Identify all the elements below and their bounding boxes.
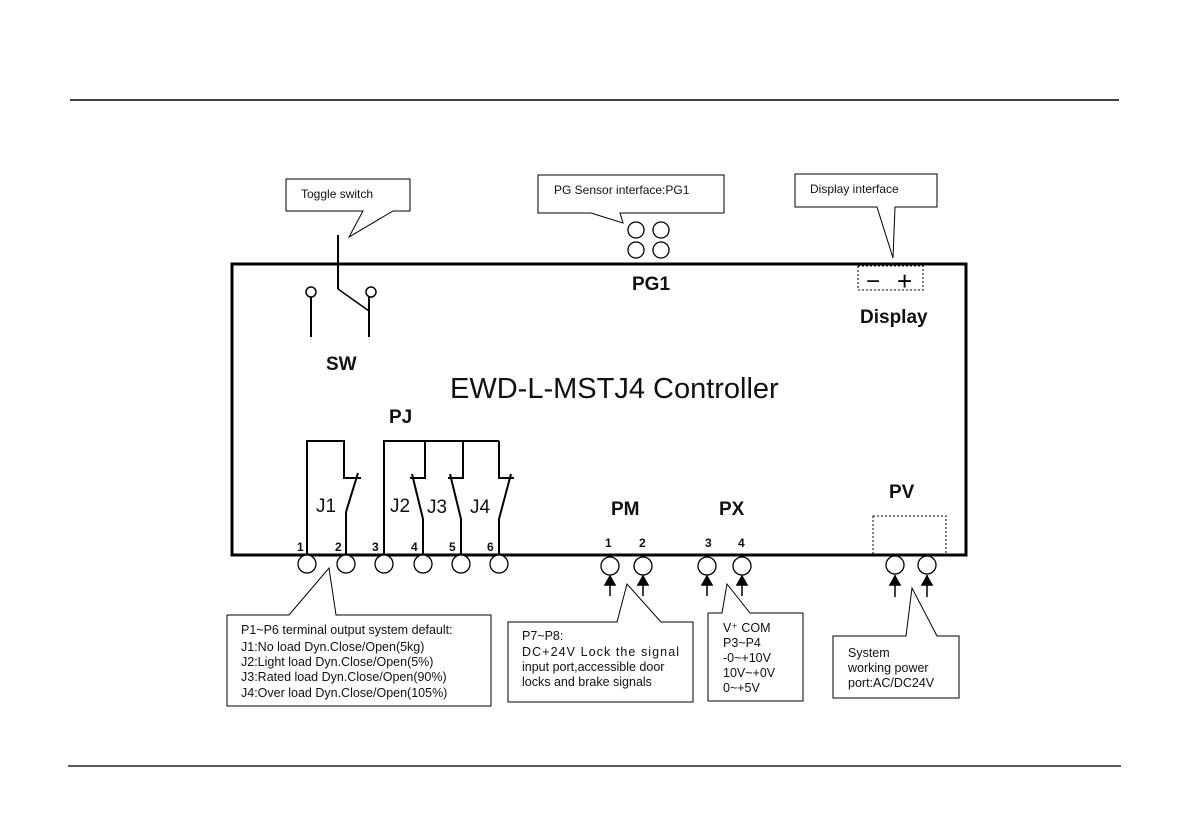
display-plus-key: + — [897, 266, 912, 296]
svg-text:input port,accessible door: input port,accessible door — [522, 660, 664, 674]
display-interface-callout-text: Display interface — [810, 182, 899, 196]
svg-text:working power: working power — [847, 661, 929, 675]
svg-text:0~+5V: 0~+5V — [723, 681, 761, 695]
pg-sensor-callout: PG Sensor interface:PG1 — [537, 174, 725, 224]
px-pin-3: 3 — [705, 536, 712, 550]
px-note-callout: V⁺ COM P3~P4 -0~+10V 10V~+0V 0~+5V — [707, 582, 804, 702]
pg-sensor-callout-text: PG Sensor interface:PG1 — [554, 183, 690, 197]
pg1-label: PG1 — [632, 274, 670, 295]
toggle-switch-icon — [305, 235, 377, 337]
pj-pin-6: 6 — [487, 540, 494, 554]
svg-text:J2:Light load Dyn.Close/Open(5: J2:Light load Dyn.Close/Open(5%) — [241, 655, 433, 669]
svg-text:P7~P8:: P7~P8: — [522, 629, 563, 643]
svg-text:V⁺ COM: V⁺ COM — [723, 621, 771, 635]
pm-note-callout: P7~P8: DC+24V Lock the signal input port… — [507, 582, 694, 703]
pj-pin-2: 2 — [335, 540, 342, 554]
svg-text:-0~+10V: -0~+10V — [723, 651, 772, 665]
sw-label: SW — [326, 354, 357, 375]
pj-terminal-2 — [336, 554, 356, 574]
px-note-line-2: P3~P4 — [723, 636, 761, 650]
pj-terminal-6 — [489, 554, 509, 574]
controller-title: EWD-L-MSTJ4 Controller — [450, 373, 779, 405]
svg-text:System: System — [848, 646, 890, 660]
pj-pin-1: 1 — [297, 540, 304, 554]
pm-terminal-1 — [600, 556, 620, 576]
relay-contacts — [306, 440, 514, 555]
pj-terminal-5 — [451, 554, 471, 574]
pm-terminal-2 — [633, 556, 653, 576]
controller-box — [230, 262, 968, 557]
pv-note-line-3: port:AC/DC24V — [848, 676, 935, 690]
pj-label: PJ — [389, 407, 412, 428]
pv-note-line-1: System — [848, 646, 890, 660]
pm-note-line-1: P7~P8: — [522, 629, 563, 643]
svg-text:DC+24V Lock the signal: DC+24V Lock the signal — [522, 645, 679, 659]
relay-j4-label: J4 — [470, 497, 491, 518]
svg-text:J1:No load Dyn.Close/Open(5kg): J1:No load Dyn.Close/Open(5kg) — [241, 640, 424, 654]
pj-pin-4: 4 — [411, 540, 418, 554]
px-note-line-5: 0~+5V — [723, 681, 761, 695]
pm-note-line-2: DC+24V Lock the signal — [522, 645, 679, 659]
pm-terminals — [600, 556, 653, 576]
pv-input-arrows — [888, 574, 934, 597]
pv-note-callout: System working power port:AC/DC24V — [832, 586, 960, 699]
relay-j3-label: J3 — [427, 497, 447, 518]
svg-text:J4:Over load Dyn.Close/Open(10: J4:Over load Dyn.Close/Open(105%) — [241, 686, 447, 700]
pj-note-line-1: P1~P6 terminal output system default: — [241, 623, 453, 637]
pj-note-line-4: J3:Rated load Dyn.Close/Open(90%) — [241, 670, 447, 684]
pm-pin-2: 2 — [639, 536, 646, 550]
pm-note-line-3: input port,accessible door — [522, 660, 664, 674]
display-minus-key: − — [866, 268, 880, 295]
display-label: Display — [860, 307, 928, 328]
px-label: PX — [719, 499, 745, 520]
px-terminals — [697, 556, 752, 576]
pm-note-line-4: locks and brake signals — [522, 675, 652, 689]
px-pin-4: 4 — [738, 536, 745, 550]
pj-note-line-5: J4:Over load Dyn.Close/Open(105%) — [241, 686, 447, 700]
px-note-line-3: -0~+10V — [723, 651, 772, 665]
relay-j2-label: J2 — [390, 496, 410, 517]
pv-note-line-2: working power — [847, 661, 929, 675]
relay-j1-label: J1 — [316, 496, 336, 517]
pv-terminal-2 — [917, 555, 937, 575]
pv-terminal-1 — [885, 555, 905, 575]
svg-text:J3:Rated load Dyn.Close/Open(9: J3:Rated load Dyn.Close/Open(90%) — [241, 670, 447, 684]
px-note-line-1: V⁺ COM — [723, 621, 771, 635]
pv-label: PV — [889, 482, 915, 503]
svg-text:10V~+0V: 10V~+0V — [723, 666, 776, 680]
display-keypad-area — [857, 265, 924, 291]
pm-label: PM — [611, 499, 640, 520]
px-terminal-3 — [697, 556, 717, 576]
pj-terminal-1 — [297, 554, 317, 574]
pm-input-arrows — [603, 574, 650, 596]
pv-terminals — [885, 555, 937, 575]
svg-text:port:AC/DC24V: port:AC/DC24V — [848, 676, 935, 690]
toggle-switch-callout-text: Toggle switch — [301, 187, 373, 201]
svg-text:P3~P4: P3~P4 — [723, 636, 761, 650]
pj-pin-5: 5 — [449, 540, 456, 554]
pj-note-callout: P1~P6 terminal output system default: J1… — [226, 566, 492, 707]
display-interface-callout: Display interface — [794, 173, 938, 259]
px-note-line-4: 10V~+0V — [723, 666, 776, 680]
pv-connector-area — [872, 515, 947, 555]
pj-terminal-4 — [413, 554, 433, 574]
pj-terminal-3 — [374, 554, 394, 574]
svg-text:locks and brake signals: locks and brake signals — [522, 675, 652, 689]
toggle-switch-callout: Toggle switch — [285, 178, 411, 239]
px-input-arrows — [700, 574, 749, 596]
pj-pin-3: 3 — [372, 540, 379, 554]
pj-note-line-2: J1:No load Dyn.Close/Open(5kg) — [241, 640, 424, 654]
pg1-connector-icon — [627, 221, 670, 259]
px-terminal-4 — [732, 556, 752, 576]
pm-pin-1: 1 — [605, 536, 612, 550]
svg-text:P1~P6 terminal output system d: P1~P6 terminal output system default: — [241, 623, 453, 637]
pj-note-line-3: J2:Light load Dyn.Close/Open(5%) — [241, 655, 433, 669]
pj-terminals — [297, 554, 509, 574]
